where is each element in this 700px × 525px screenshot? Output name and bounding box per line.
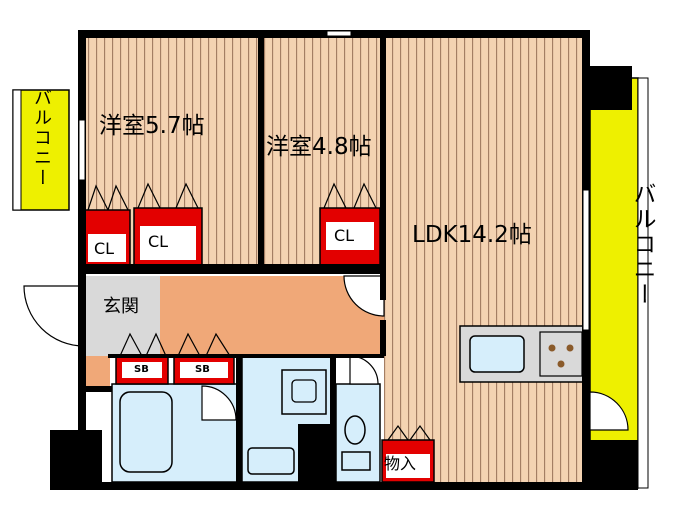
closet-label-cl-middle: CL (148, 232, 169, 251)
vanity-sink (247, 447, 295, 475)
ldk-floor (384, 38, 590, 488)
stove-burner-2 (566, 344, 574, 352)
kitchen-sink (469, 335, 525, 373)
room-label-entrance: 玄関 (103, 296, 139, 317)
washing-machine-drain (291, 379, 317, 403)
kitchen-stove (539, 331, 583, 377)
closet-cl-right-inner (326, 222, 374, 250)
closet-label-sb-right: SB (195, 364, 210, 375)
balcony-label-right: バルコニー (629, 182, 655, 307)
stove-burner-3 (557, 360, 565, 368)
room-label-ldk: LDK14.2帖 (412, 222, 532, 248)
balcony-label-left: バルコニー (31, 88, 52, 188)
balcony-left-rail (12, 89, 22, 211)
room-label-western-1: 洋室5.7帖 (99, 113, 205, 139)
toilet-bowl (344, 415, 366, 445)
windows (78, 30, 590, 331)
storage-closet-inner (386, 454, 430, 478)
room-label-storage: 物入 (384, 454, 417, 473)
hallway-bottom-floor (84, 356, 110, 386)
room-label-western-2: 洋室4.8帖 (266, 134, 372, 160)
closet-cl-middle-inner (140, 226, 196, 260)
entrance-floor (84, 276, 160, 356)
balcony-right-rail (637, 77, 649, 489)
bathtub (119, 391, 173, 473)
closet-label-sb-left: SB (134, 364, 149, 375)
toilet-tank (341, 451, 371, 471)
shoebox-right-inner (180, 362, 228, 378)
closet-label-cl-left: CL (94, 239, 115, 258)
closet-label-cl-right: CL (334, 226, 355, 245)
closet-cl-left-inner (88, 234, 126, 262)
stove-burner-1 (548, 344, 556, 352)
folding-doors (87, 182, 431, 441)
door-swings (23, 275, 629, 431)
shoebox-left-inner (122, 362, 162, 378)
balcony-left (12, 89, 70, 211)
